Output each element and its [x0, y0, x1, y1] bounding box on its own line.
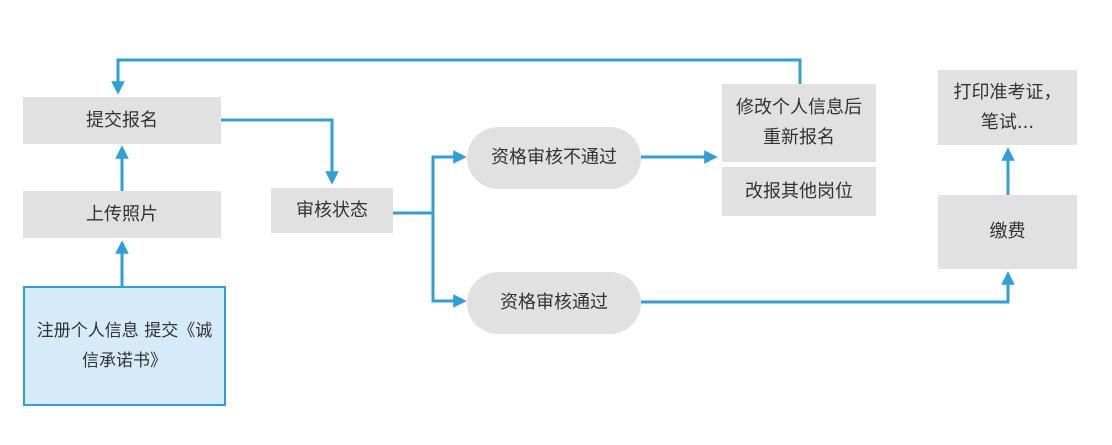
node-register-line1: 注册个人信息 提交《诚	[36, 321, 213, 341]
node-pass: 资格审核通过	[467, 272, 641, 334]
node-submit: 提交报名	[23, 97, 221, 144]
node-pass-label: 资格审核通过	[500, 292, 608, 313]
node-pay-label: 缴费	[989, 221, 1026, 242]
arrow-modify-to-submit	[111, 58, 802, 95]
arrow-status-to-fail	[393, 150, 467, 215]
node-fail: 资格审核不通过	[467, 127, 641, 189]
node-upload-photo: 上传照片	[23, 191, 221, 238]
node-pay: 缴费	[938, 195, 1077, 269]
node-modify: 修改个人信息后 重新报名	[722, 84, 876, 162]
node-change-post: 改报其他岗位	[722, 167, 876, 216]
node-fail-label: 资格审核不通过	[491, 147, 617, 168]
node-print: 打印准考证， 笔试...	[938, 70, 1077, 145]
node-change-post-label: 改报其他岗位	[745, 180, 853, 202]
arrow-pass-to-pay	[641, 271, 1015, 304]
node-status: 审核状态	[271, 188, 393, 233]
node-status-label: 审核状态	[296, 199, 368, 221]
node-register-line2: 信承诺书》	[82, 351, 167, 371]
node-print-line2: 笔试...	[980, 111, 1035, 133]
arrow-submit-to-status	[221, 118, 339, 185]
node-modify-line2: 重新报名	[763, 127, 835, 148]
arrow-status-to-pass	[431, 213, 467, 308]
node-modify-line1: 修改个人信息后	[736, 97, 862, 118]
node-register: 注册个人信息 提交《诚 信承诺书》	[23, 286, 226, 406]
node-print-line1: 打印准考证，	[953, 81, 1062, 103]
node-submit-label: 提交报名	[86, 109, 158, 131]
node-upload-photo-label: 上传照片	[86, 203, 158, 225]
